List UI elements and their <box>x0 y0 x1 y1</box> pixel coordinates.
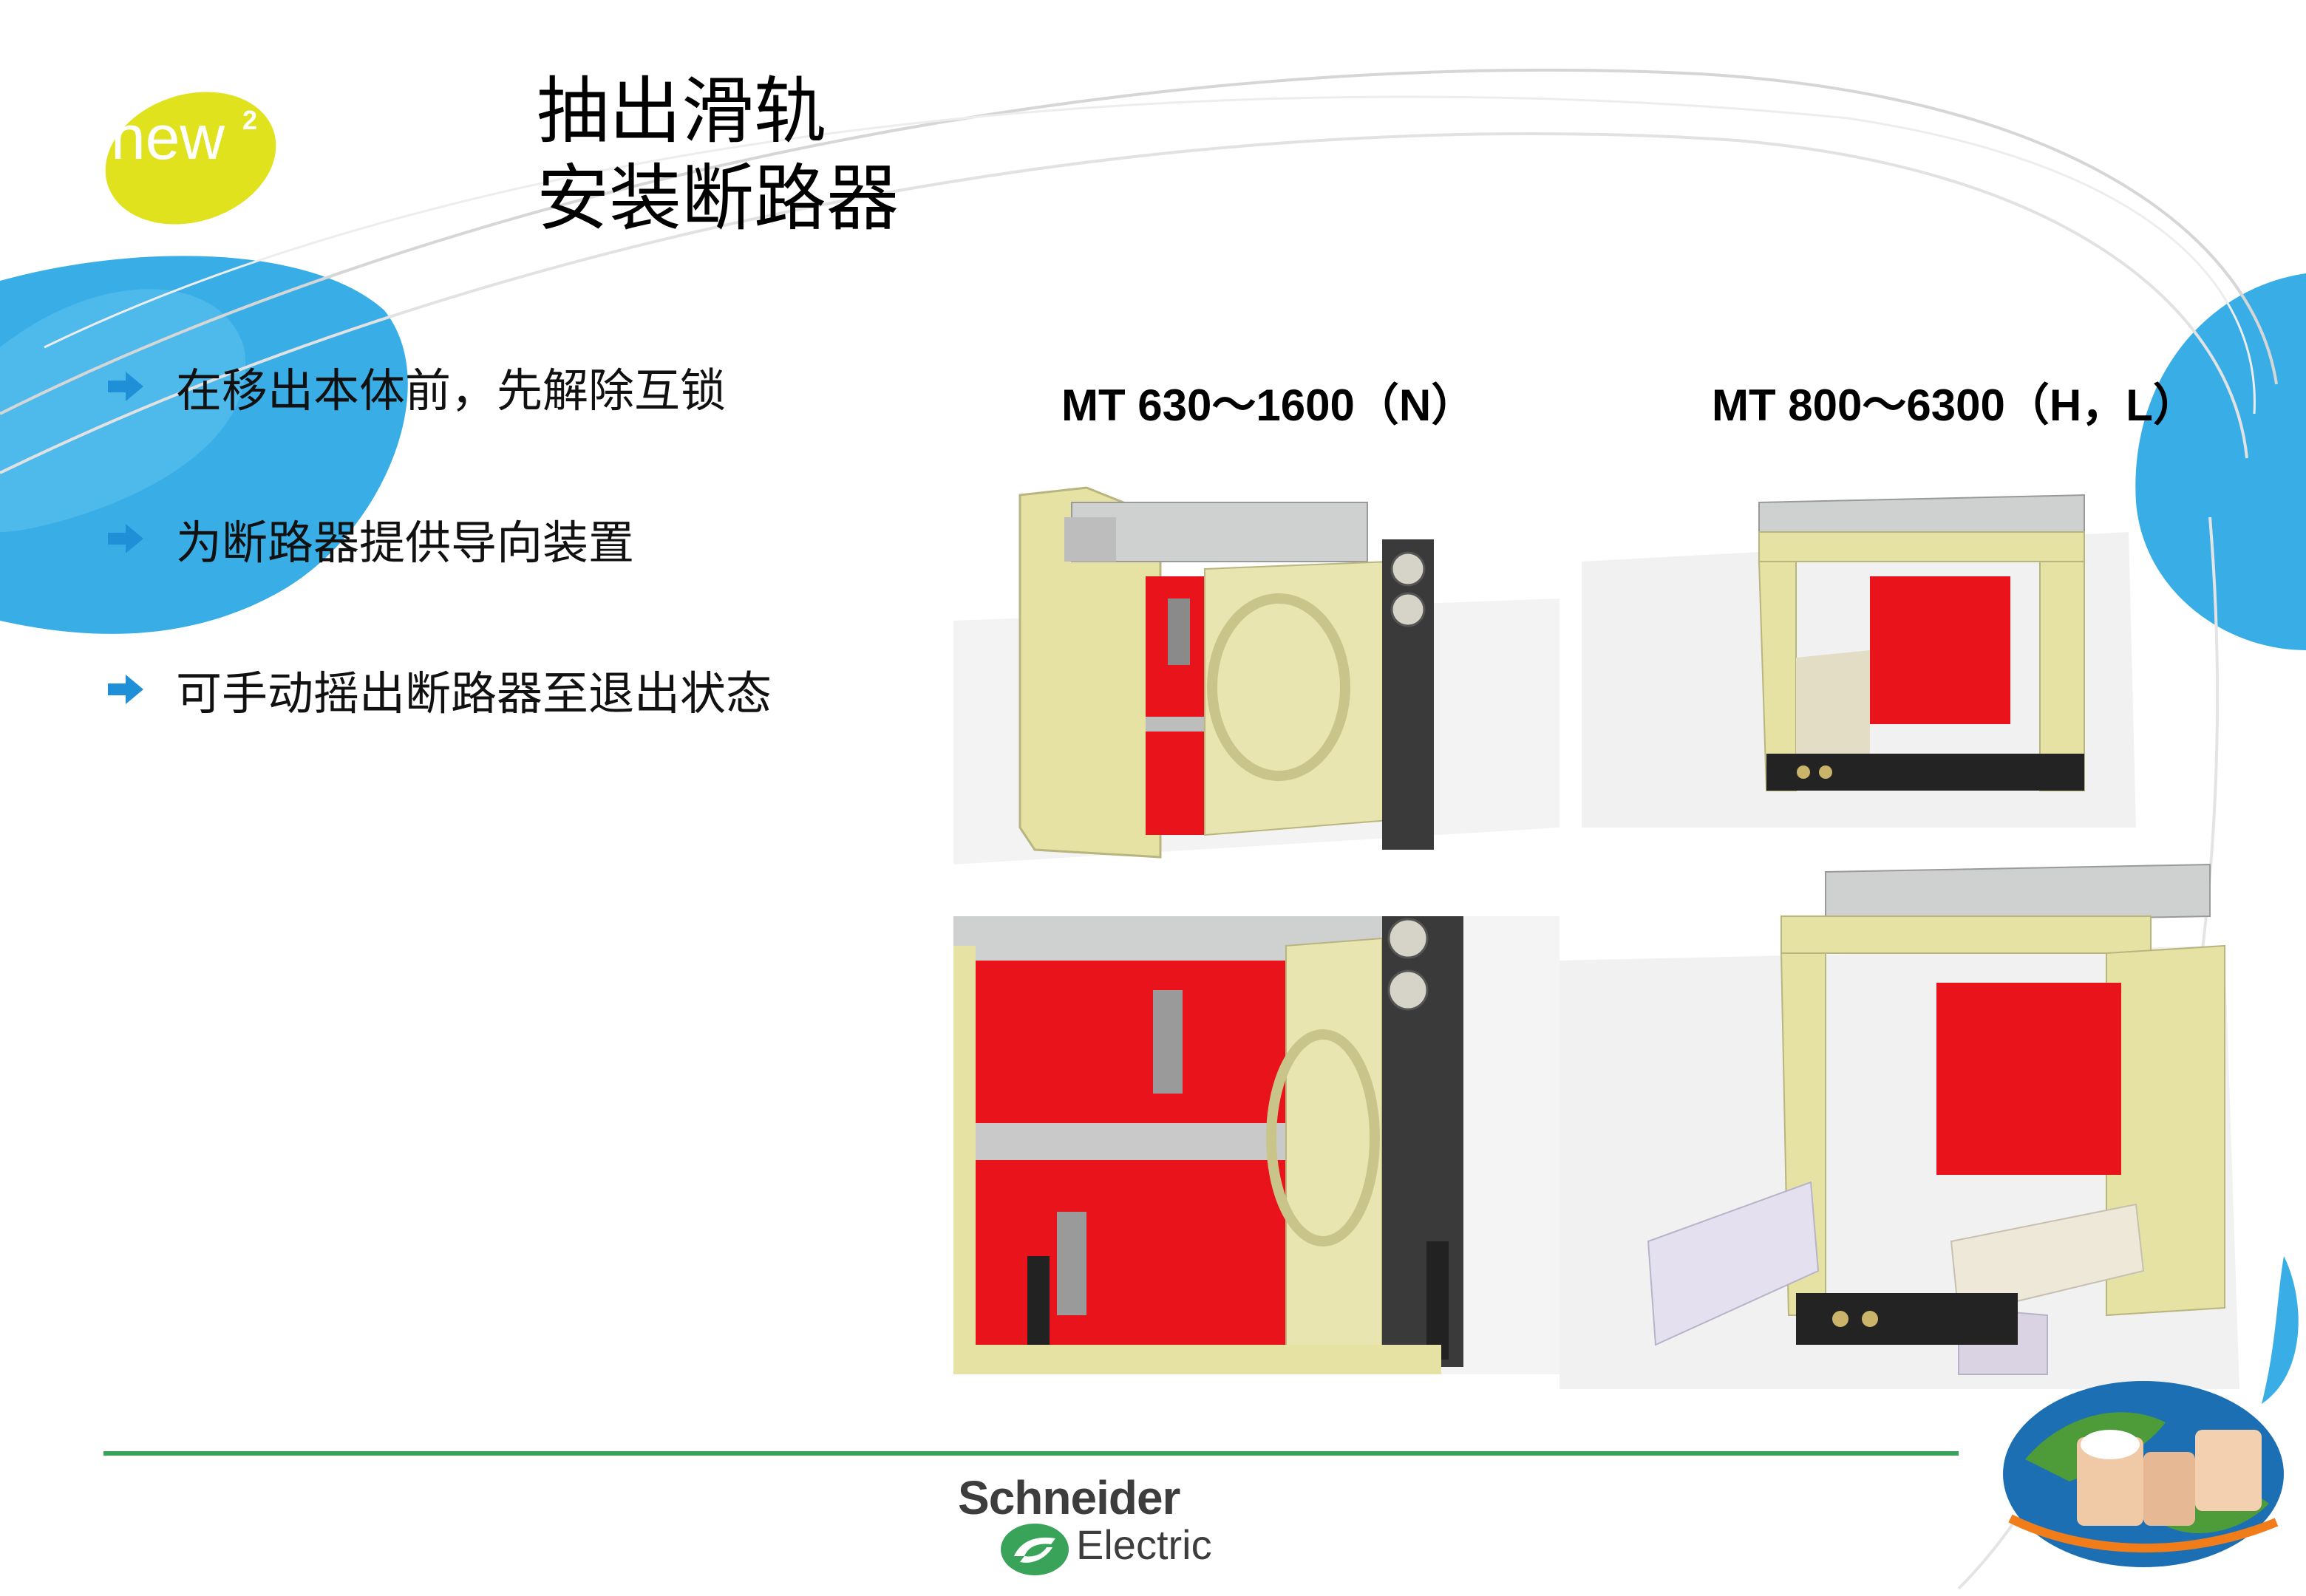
badge-superscript: 2 <box>242 105 258 135</box>
model-caption-right: MT 800～6300（H，L） <box>1712 381 2197 430</box>
breaker-closeup-image <box>953 916 1560 1374</box>
bullet-item: 可手动摇出断路器至退出状态 <box>103 656 772 723</box>
arrow-right-icon <box>108 372 143 401</box>
title-line-1: 抽出滑轨 <box>537 69 827 154</box>
globe-people-graphic <box>1996 1371 2291 1570</box>
breaker-chassis-image-1 <box>953 473 1560 864</box>
badge-text: new <box>111 103 225 172</box>
breaker-chassis-image-2 <box>1582 473 2136 828</box>
swoosh-line-2 <box>0 132 2248 474</box>
bullet-text: 可手动摇出断路器至退出状态 <box>176 666 772 720</box>
title-line-2: 安装断路器 <box>537 157 899 241</box>
bullet-item: 为断路器提供导向装置 <box>103 505 634 572</box>
bullet-item: 在移出本体前，先解除互锁 <box>103 353 726 420</box>
breaker-rails-extended-image <box>1560 857 2239 1389</box>
schneider-electric-logo: Schneider Electric <box>953 1470 1220 1581</box>
logo-subtext: Electric <box>1076 1521 1212 1568</box>
new-badge: new 2 <box>96 81 278 229</box>
page-title: 抽出滑轨 安装断路器 <box>537 68 899 242</box>
new-badge-ellipse <box>105 92 276 225</box>
arrow-right-icon <box>108 675 143 704</box>
logo-wordmark: Schneider <box>958 1471 1180 1524</box>
swoosh-line-3 <box>44 95 2256 415</box>
model-caption-left: MT 630～1600（N） <box>1061 381 1476 430</box>
left-blue-blob-inner <box>0 289 246 532</box>
right-blue-blob <box>2135 273 2306 650</box>
logo-emblem-icon <box>1001 1524 1069 1575</box>
arrow-right-icon <box>108 524 143 553</box>
bullet-text: 在移出本体前，先解除互锁 <box>176 364 727 417</box>
bullet-text: 为断路器提供导向装置 <box>176 516 635 570</box>
footer-divider <box>103 1451 1959 1456</box>
swoosh-line-1 <box>0 68 2278 415</box>
right-lower-blob <box>2262 1256 2299 1404</box>
